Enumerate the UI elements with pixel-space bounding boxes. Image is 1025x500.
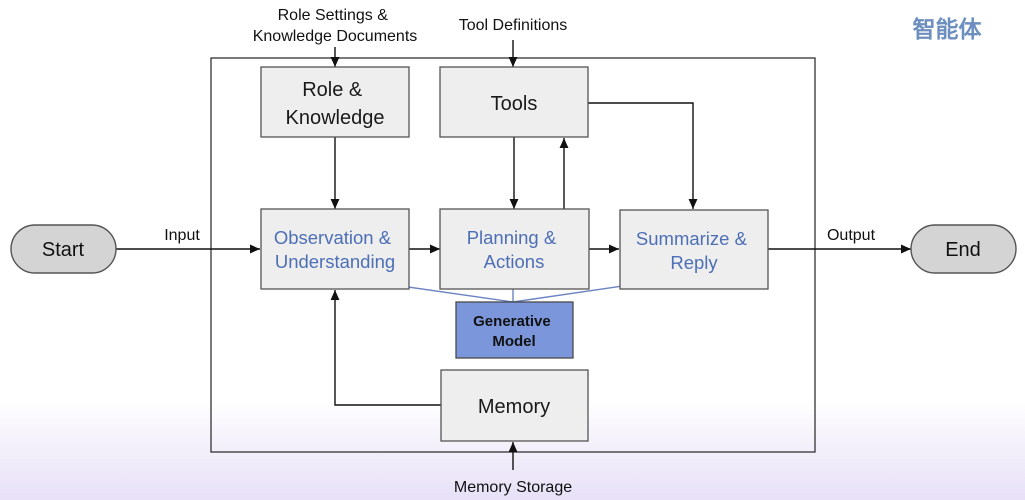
tools-label: Tools xyxy=(491,93,538,115)
generative-model-line-1: Generative xyxy=(473,313,551,330)
memory-box: Memory xyxy=(440,369,589,442)
generative-model-line-2: Model xyxy=(492,333,535,350)
memory-label: Memory xyxy=(478,396,550,418)
end-label: End xyxy=(945,239,981,261)
memory-to-observation-arrow xyxy=(330,290,441,406)
role-knowledge-box: Role & Knowledge xyxy=(260,66,410,138)
role-knowledge-line-2: Knowledge xyxy=(286,107,385,129)
observation-box: Observation & Understanding xyxy=(260,208,410,290)
role-settings-line-2: Knowledge Documents xyxy=(253,28,418,45)
role-settings-label: Role Settings & Knowledge Documents xyxy=(253,7,418,45)
memory-storage-label: Memory Storage xyxy=(454,479,572,496)
observation-line-1: Observation & xyxy=(274,227,392,248)
tool-definitions-label: Tool Definitions xyxy=(459,17,568,34)
planning-label: Planning & Actions xyxy=(467,227,562,272)
summarize-line-2: Reply xyxy=(670,252,718,273)
role-knowledge-line-1: Role & xyxy=(302,79,363,101)
summarize-line-1: Summarize & xyxy=(636,228,748,249)
planning-line-1: Planning & xyxy=(467,227,557,248)
summarize-label: Summarize & Reply xyxy=(636,228,752,273)
end-terminal: End xyxy=(910,224,1017,274)
start-label: Start xyxy=(42,239,85,261)
planning-box: Planning & Actions xyxy=(439,208,590,290)
input-label: Input xyxy=(164,227,200,244)
observation-line-2: Understanding xyxy=(275,251,395,272)
watermark-text: 智能体 xyxy=(913,16,983,42)
observation-label: Observation & Understanding xyxy=(274,227,396,272)
generative-model-box: Generative Model xyxy=(455,301,574,359)
role-settings-line-1: Role Settings & xyxy=(278,7,389,24)
tools-to-summarize-arrow xyxy=(588,102,698,209)
summarize-box: Summarize & Reply xyxy=(619,209,769,290)
tools-box: Tools xyxy=(439,66,589,138)
planning-line-2: Actions xyxy=(484,251,545,272)
start-terminal: Start xyxy=(10,224,117,274)
output-label: Output xyxy=(827,227,876,244)
generative-model-label: Generative Model xyxy=(473,313,555,350)
role-knowledge-label: Role & Knowledge xyxy=(286,79,385,129)
